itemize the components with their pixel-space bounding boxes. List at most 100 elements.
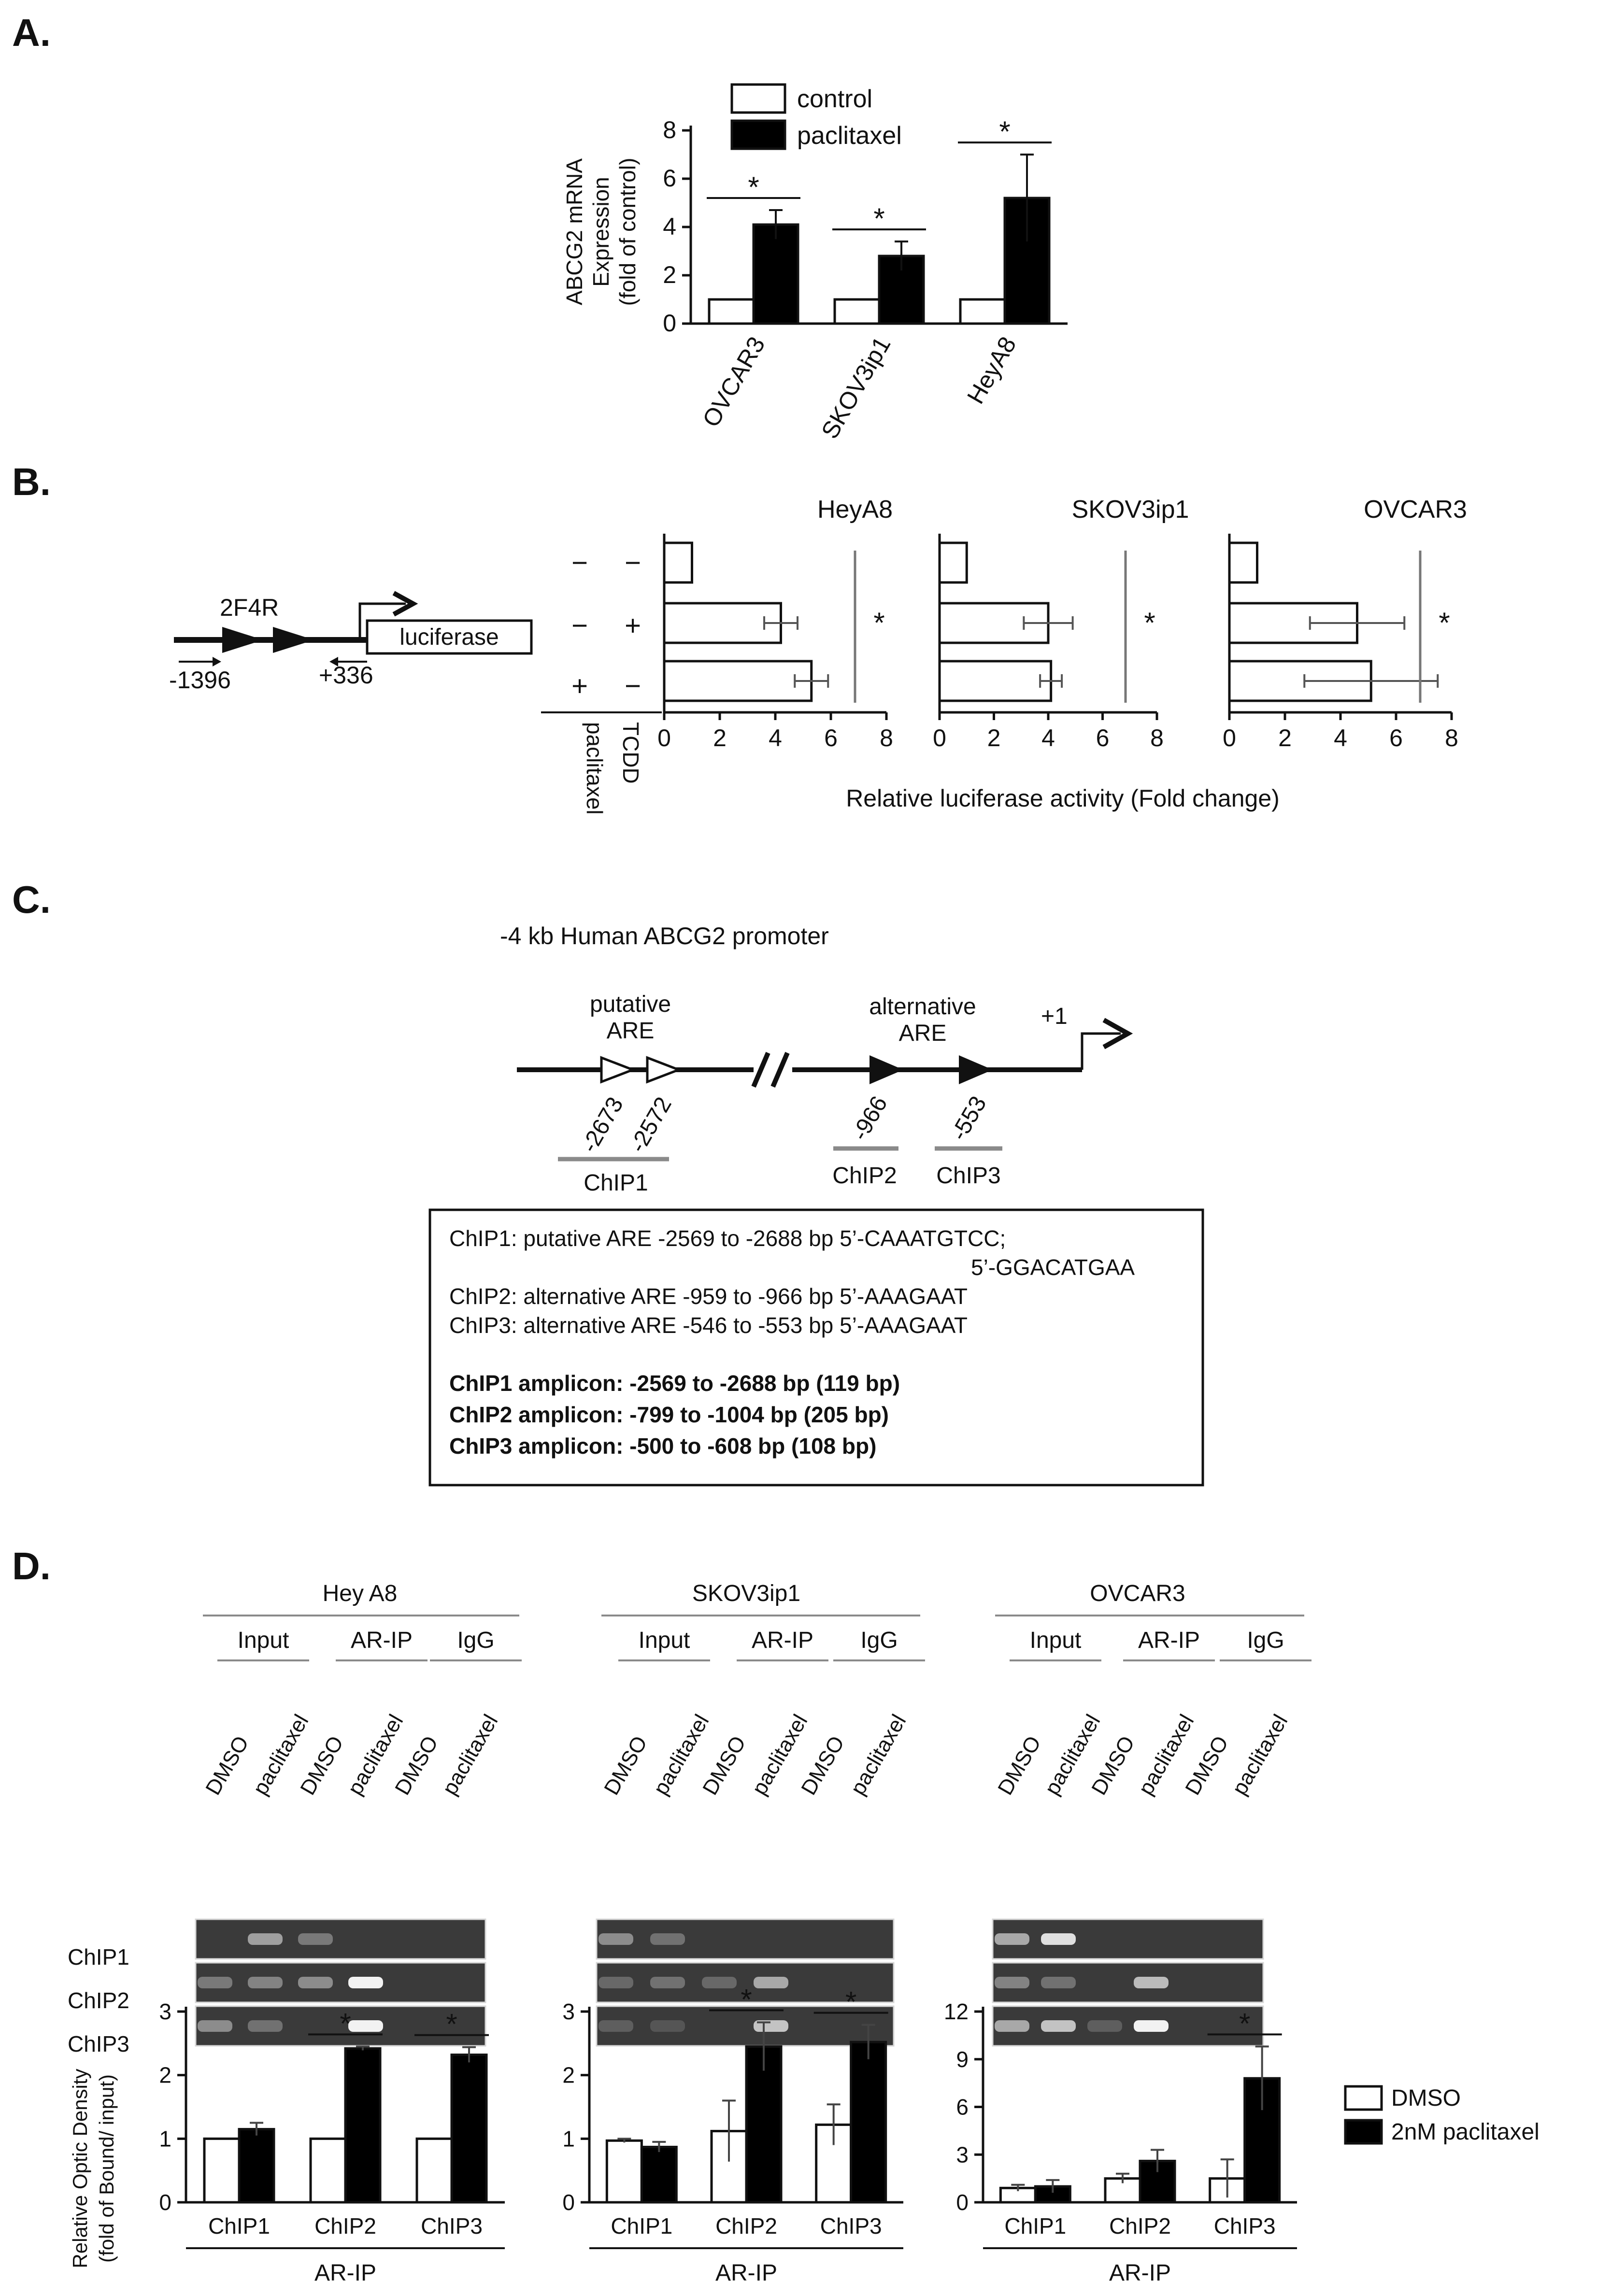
d-gel-skov3ip1-band-chip1-lane-1 (599, 1933, 633, 1945)
d-hey-a8-bar-chip1-2nm-paclitaxel (238, 2128, 275, 2204)
a-xtick-label-ovcar3: OVCAR3 (697, 332, 770, 432)
d-skov3ip1-sig-star-chip2: * (741, 1983, 752, 2015)
pos-2572: -2572 (625, 1093, 677, 1157)
b-heya8-xtick-label-0: 0 (657, 724, 671, 751)
response-element-arrow-2 (273, 627, 314, 653)
d-gel-skov3ip1-band-chip2-lane-1 (599, 1977, 633, 1988)
d-hey-a8-xtick-label-chip2: ChIP2 (314, 2213, 376, 2239)
a-bar-ovcar3-paclitaxel (752, 223, 799, 325)
construct-end: +336 (319, 662, 373, 689)
d-gel-skov3ip1-group-ar-ip: AR-IP (752, 1628, 813, 1653)
amplicon-info-box: ChIP1: putative ARE -2569 to -2688 bp 5’… (428, 1208, 1204, 1487)
d-hey-a8-bar-chip1-dmso (203, 2137, 241, 2204)
d-gel-hey-a8-group-igg: IgG (457, 1628, 494, 1653)
promoter-title: -4 kb Human ABCG2 promoter (500, 922, 829, 950)
d-gel-ovcar3-lane-5-dmso: DMSO (1181, 1732, 1233, 1799)
d-gel-hey-a8-group-input: Input (238, 1628, 289, 1653)
d-ovcar3-footer-label: AR-IP (1109, 2260, 1171, 2286)
legend-swatch-control (730, 83, 786, 114)
luciferase-label: luciferase (399, 624, 499, 650)
a-sig-star-skov3ip1: * (873, 202, 884, 235)
b-skov3ip1-bar-3 (938, 660, 1053, 702)
b-heya8-bar-2 (663, 602, 782, 644)
d-ovcar3-ytick-label-12: 12 (944, 1999, 969, 2024)
d-gel-hey-a8-band-chip3-lane-1 (198, 2020, 232, 2032)
d-skov3ip1-ytick-label-1: 1 (562, 2126, 575, 2151)
d-gel-skov3ip1-lane-5-dmso: DMSO (797, 1732, 849, 1799)
d-gel-skov3ip1-gel-row-chip1 (596, 1918, 895, 1960)
tss-arrow-head (392, 591, 418, 617)
b-skov3ip1-bar-1 (938, 541, 968, 584)
d-gel-skov3ip1-band-chip2-lane-4 (754, 1977, 788, 1988)
d-skov3ip1-bar-chip3-2nm-paclitaxel (850, 2041, 887, 2204)
d-gel-ovcar3-band-chip2-lane-2 (1041, 1977, 1076, 1988)
a-ylabel-line1: ABCG2 mRNA (562, 158, 587, 305)
d-gel-ovcar3-lane-6-paclitaxel: paclitaxel (1227, 1711, 1292, 1799)
info-bold-line-3: ChIP3 amplicon: -500 to -608 bp (108 bp) (449, 1433, 876, 1459)
d-gel-skov3ip1-band-chip3-lane-2 (650, 2020, 685, 2032)
d-hey-a8-xtick-label-chip1: ChIP1 (208, 2213, 270, 2239)
b-skov3ip1-xtick-label-0: 0 (933, 724, 946, 751)
chip3-amplicon-label: ChIP3 (936, 1163, 1000, 1189)
panel-c-label: C. (12, 878, 51, 921)
d-ovcar3-xtick-label-chip1: ChIP1 (1004, 2213, 1066, 2239)
legend-label-control: control (797, 85, 872, 113)
d-gel-skov3ip1-cell-line-title: SKOV3ip1 (692, 1581, 800, 1606)
promoter-tss-head (1102, 1018, 1133, 1049)
d-skov3ip1-bar-chip1-2nm-paclitaxel (640, 2145, 678, 2204)
b-ovcar3-sig-star: * (1439, 607, 1450, 639)
treatment-label-tcdd: TCDD (618, 722, 643, 784)
legend-swatch-paclitaxel (730, 119, 786, 150)
d-gel-ovcar3-group-input: Input (1030, 1628, 1082, 1653)
d-gel-ovcar3-lane-3-dmso: DMSO (1087, 1732, 1139, 1799)
pos-553: -553 (946, 1092, 992, 1145)
a-xtick-label-heya8: HeyA8 (962, 332, 1022, 409)
response-element-arrow-1 (222, 627, 263, 653)
tss-arrow (358, 602, 406, 640)
primer-reverse-head (329, 657, 338, 666)
primer-forward-head (213, 657, 221, 666)
cond1-paclitaxel: − (571, 547, 588, 579)
d-gel-ovcar3-band-chip3-lane-4 (1134, 2020, 1169, 2032)
d-gel-hey-a8-cell-line-title: Hey A8 (323, 1581, 398, 1606)
a-ytick-label-6: 6 (663, 165, 676, 192)
panel-d-charts: 0123ChIP1*ChIP2*ChIP3AR-IP0123ChIP1*ChIP… (159, 1983, 1297, 2286)
cond1-tcdd: − (625, 547, 641, 579)
d-gel-hey-a8-band-chip3-lane-4 (348, 2020, 383, 2032)
d-gel-ovcar3-band-chip3-lane-2 (1041, 2020, 1076, 2032)
break-mark-2 (770, 1052, 790, 1088)
b-heya8-xtick-label-8: 8 (880, 724, 893, 751)
d-skov3ip1-sig-star-chip3: * (845, 1986, 856, 2018)
d-hey-a8-sig-star-chip2: * (340, 2007, 351, 2040)
a-sig-star-ovcar3: * (748, 171, 759, 203)
b-ovcar3-xtick-label-6: 6 (1389, 724, 1403, 751)
d-ovcar3-ytick-label-0: 0 (956, 2190, 969, 2215)
b-heya8-xtick-label-2: 2 (713, 724, 727, 751)
b-skov3ip1-xtick-label-6: 6 (1096, 724, 1110, 751)
d-gel-ovcar3-band-chip3-lane-1 (995, 2020, 1029, 2032)
d-hey-a8-sig-star-chip3: * (446, 2008, 457, 2041)
luciferase-box (366, 619, 533, 655)
b-ovcar3-xtick-label-0: 0 (1223, 724, 1236, 751)
d-gel-skov3ip1-gel-row-chip2 (596, 1962, 895, 2003)
break-mark-1 (751, 1052, 770, 1088)
d-gel-ovcar3-gel-row-chip1 (992, 1918, 1264, 1960)
panel-d-label: D. (12, 1545, 51, 1587)
putative-label-2: ARE (607, 1018, 655, 1044)
b-heya8-xtick-label-6: 6 (824, 724, 838, 751)
a-ytick-label-2: 2 (663, 261, 676, 288)
info-box-border (428, 1208, 1204, 1487)
d-gel-skov3ip1-band-chip1-lane-2 (650, 1933, 685, 1945)
d-skov3ip1-ytick-label-3: 3 (562, 1999, 575, 2024)
d-gel-ovcar3-band-chip3-lane-3 (1087, 2020, 1122, 2032)
pos-966: -966 (847, 1092, 893, 1145)
d-hey-a8-bar-chip2-dmso (309, 2137, 347, 2204)
a-bar-ovcar3-control (708, 298, 755, 325)
construct-name: 2F4R (220, 594, 279, 621)
info-line-1: ChIP1: putative ARE -2569 to -2688 bp 5’… (449, 1226, 1006, 1251)
b-heya8-bar-3 (663, 660, 813, 702)
d-gel-hey-a8-lane-1-dmso: DMSO (201, 1732, 253, 1799)
d-ylabel-line2: (fold of Bound/ input) (95, 2074, 118, 2263)
